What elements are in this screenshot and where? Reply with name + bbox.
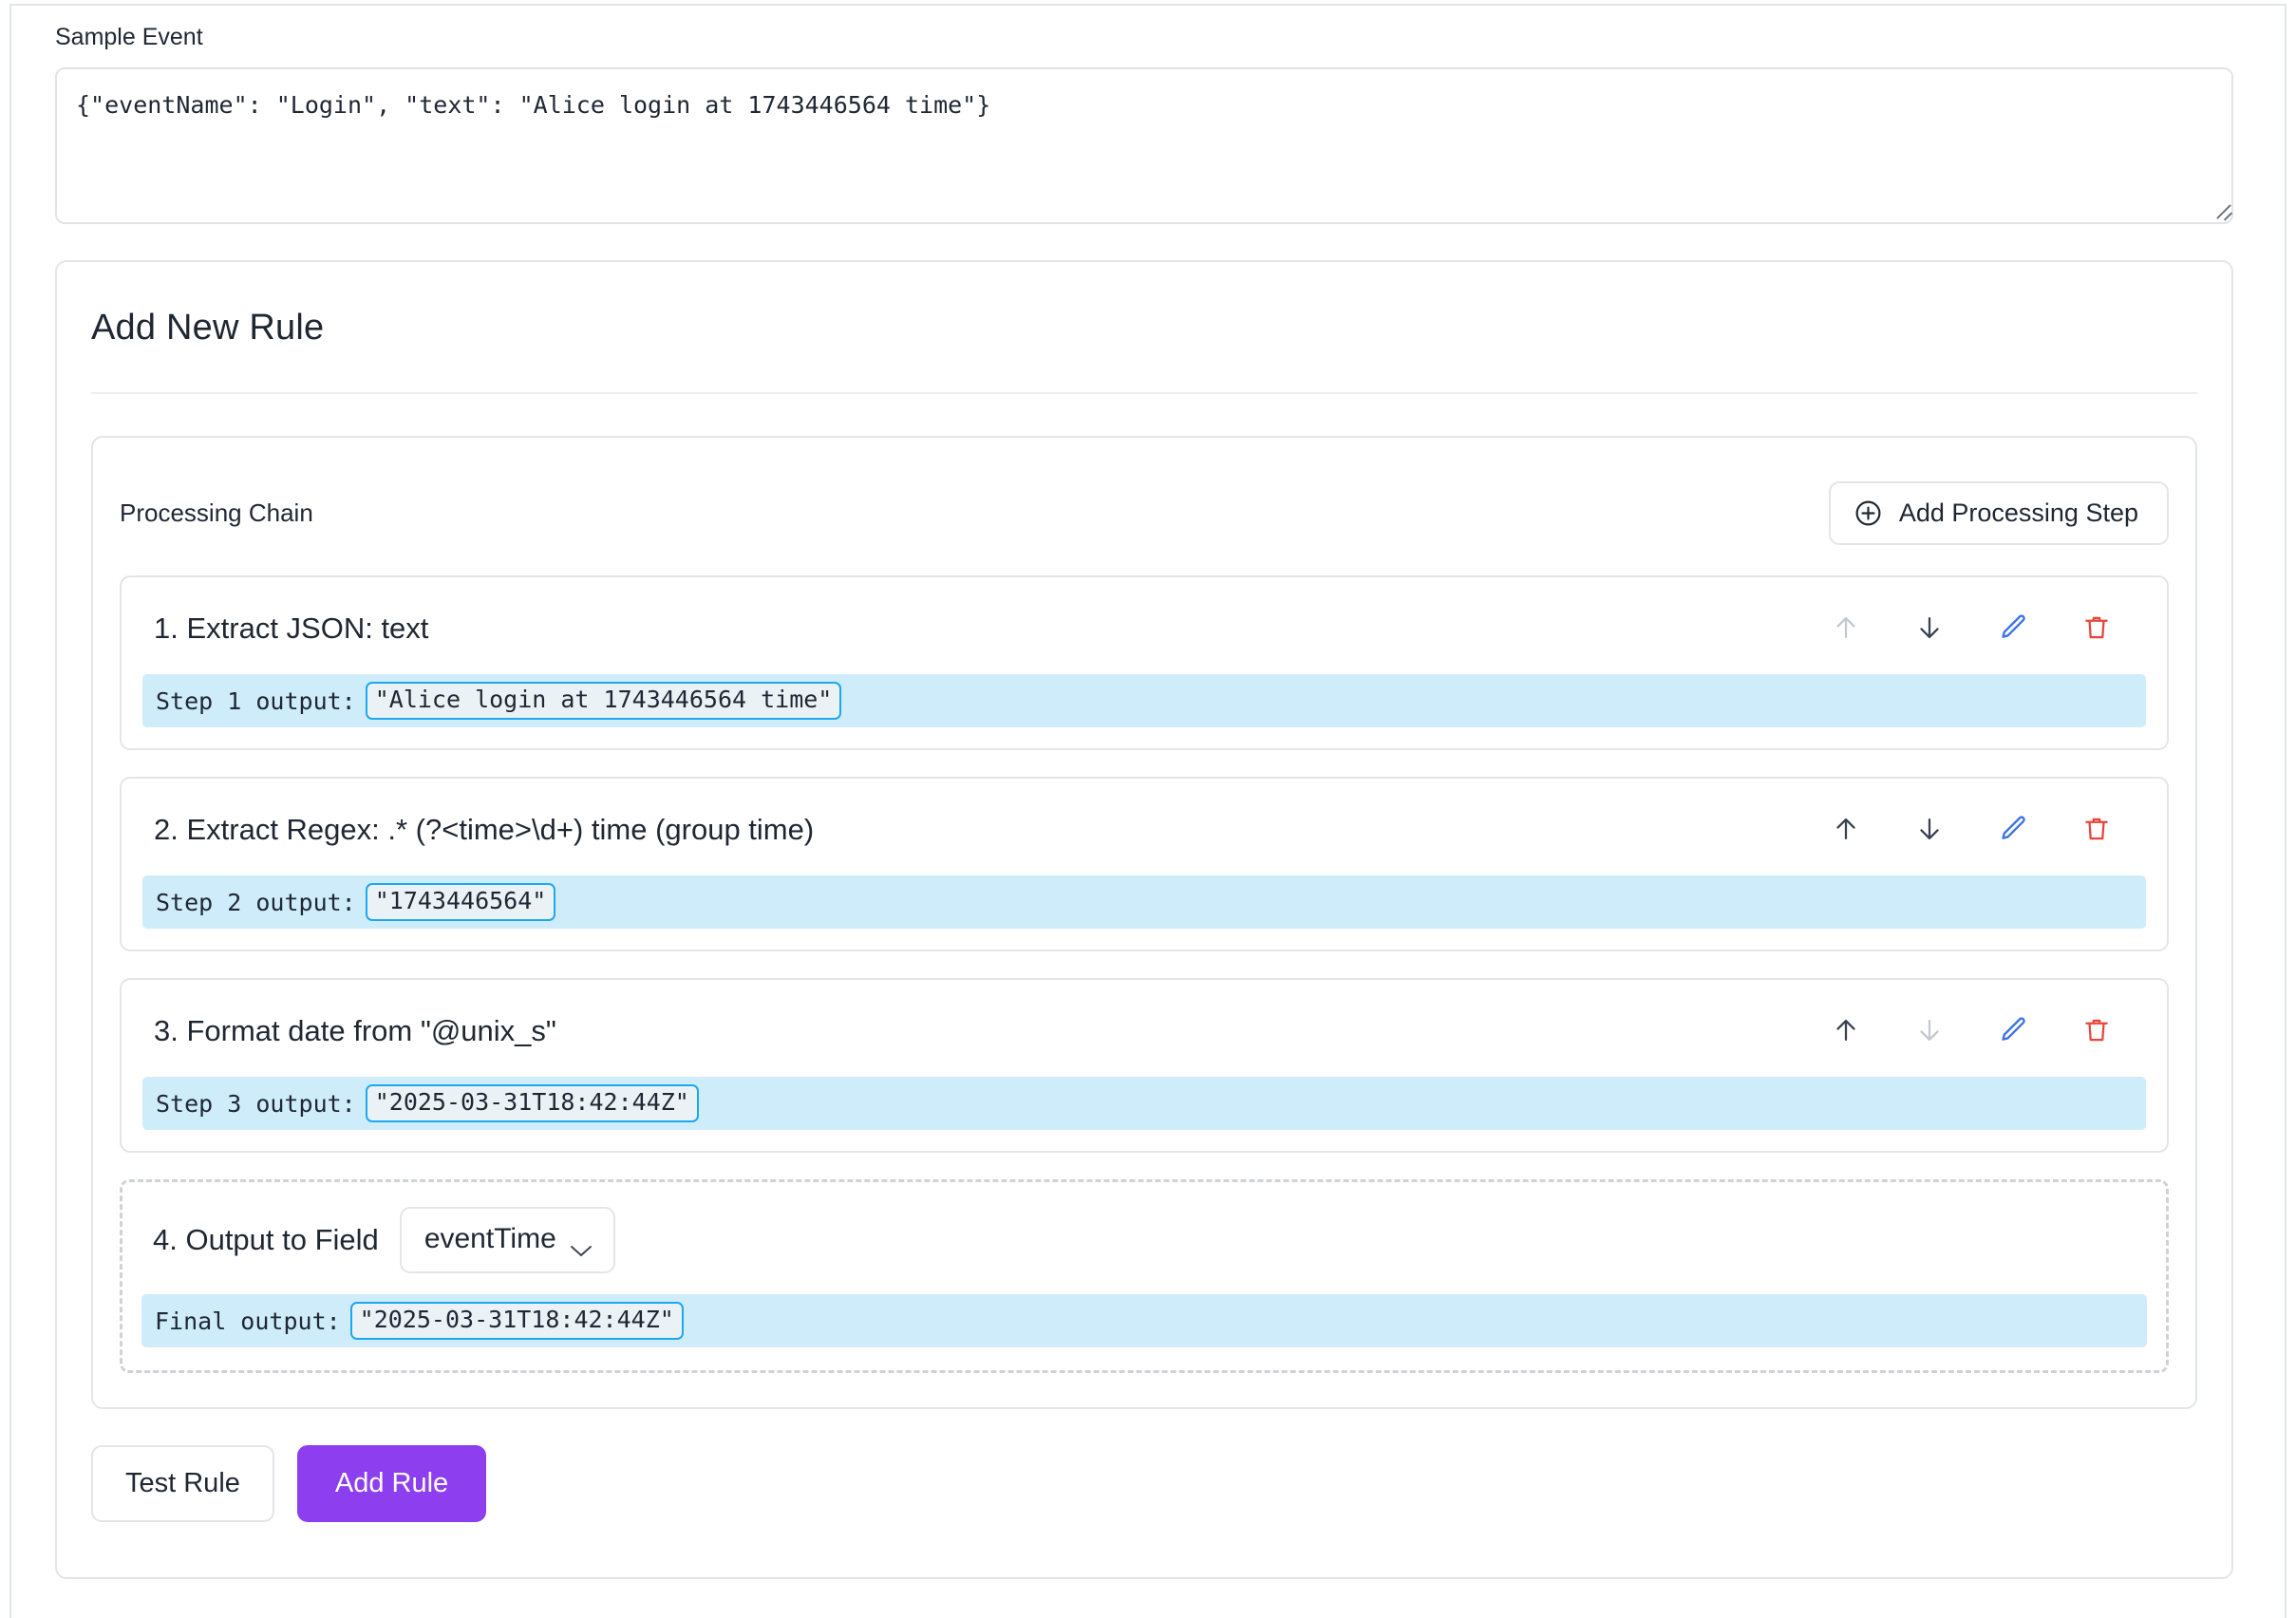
pencil-icon xyxy=(1998,611,2029,646)
processing-step-1-output: Step 1 output: "Alice login at 174344656… xyxy=(142,674,2146,727)
processing-step-2: 2. Extract Regex: .* (?<time>\d+) time (… xyxy=(120,777,2169,951)
sample-event-textarea-wrap xyxy=(55,67,2241,224)
delete-step-button[interactable] xyxy=(2055,805,2138,855)
processing-step-1-header: 1. Extract JSON: text xyxy=(142,596,2146,663)
arrow-down-icon xyxy=(1913,1014,1946,1049)
processing-step-1: 1. Extract JSON: text xyxy=(120,575,2169,750)
arrow-up-icon xyxy=(1830,611,1862,647)
output-to-field-header: 4. Output to Field eventTime xyxy=(141,1199,2147,1283)
delete-step-button[interactable] xyxy=(2055,1007,2138,1056)
processing-step-3-actions xyxy=(1804,1007,2138,1056)
arrow-up-icon xyxy=(1830,1014,1862,1049)
output-value: "2025-03-31T18:42:44Z" xyxy=(349,1301,684,1341)
output-value: "1743446564" xyxy=(365,882,556,922)
output-to-field-left: 4. Output to Field eventTime xyxy=(153,1207,615,1273)
plus-circle-icon xyxy=(1854,499,1883,528)
processing-step-2-header: 2. Extract Regex: .* (?<time>\d+) time (… xyxy=(142,798,2146,864)
processing-step-2-output: Step 2 output: "1743446564" xyxy=(142,875,2146,929)
sample-event-input[interactable] xyxy=(55,67,2233,224)
output-field-select-value: eventTime xyxy=(423,1223,556,1254)
trash-icon xyxy=(2081,814,2112,847)
card-divider xyxy=(91,392,2197,394)
card-footer: Test Rule Add Rule xyxy=(57,1409,2231,1577)
processing-step-2-title: 2. Extract Regex: .* (?<time>\d+) time (… xyxy=(154,813,815,846)
processing-step-3: 3. Format date from "@unix_s" xyxy=(120,978,2169,1153)
edit-step-button[interactable] xyxy=(1971,805,2055,855)
move-down-button[interactable] xyxy=(1888,805,1971,855)
output-label: Step 1 output: xyxy=(156,687,356,715)
page-frame: Sample Event Add New Rule Processing Cha… xyxy=(9,4,2287,1618)
output-value: "Alice login at 1743446564 time" xyxy=(365,681,842,721)
move-up-button[interactable] xyxy=(1804,805,1888,855)
chevron-down-icon xyxy=(570,1232,593,1256)
move-up-button xyxy=(1804,604,1888,653)
move-down-button[interactable] xyxy=(1888,604,1971,653)
add-processing-step-button[interactable]: Add Processing Step xyxy=(1828,481,2169,545)
final-output: Final output: "2025-03-31T18:42:44Z" xyxy=(141,1294,2147,1347)
add-new-rule-card: Add New Rule Processing Chain Add Proces… xyxy=(55,260,2233,1579)
output-to-field-title: 4. Output to Field xyxy=(153,1223,379,1256)
pencil-icon xyxy=(1998,813,2029,847)
output-label: Step 3 output: xyxy=(156,1089,356,1118)
output-label: Final output: xyxy=(155,1307,341,1335)
processing-chain-header: Processing Chain Add Processing Step xyxy=(120,464,2169,555)
trash-icon xyxy=(2081,1015,2112,1048)
processing-chain-panel: Processing Chain Add Processing Step xyxy=(91,436,2197,1409)
processing-step-2-actions xyxy=(1804,805,2138,855)
move-up-button[interactable] xyxy=(1804,1007,1888,1056)
edit-step-button[interactable] xyxy=(1971,1007,2055,1056)
arrow-down-icon xyxy=(1913,813,1946,848)
processing-step-1-title: 1. Extract JSON: text xyxy=(154,611,429,645)
output-value: "2025-03-31T18:42:44Z" xyxy=(365,1083,699,1123)
output-label: Step 2 output: xyxy=(156,888,356,916)
move-down-button xyxy=(1888,1007,1971,1056)
processing-step-1-actions xyxy=(1804,604,2138,653)
trash-icon xyxy=(2081,612,2112,646)
arrow-up-icon xyxy=(1830,813,1862,848)
delete-step-button[interactable] xyxy=(2055,604,2138,653)
arrow-down-icon xyxy=(1913,611,1946,647)
pencil-icon xyxy=(1998,1014,2029,1048)
output-to-field-step: 4. Output to Field eventTime Final xyxy=(120,1179,2169,1373)
processing-step-3-output: Step 3 output: "2025-03-31T18:42:44Z" xyxy=(142,1077,2146,1130)
test-rule-button[interactable]: Test Rule xyxy=(91,1445,274,1522)
output-field-select[interactable]: eventTime xyxy=(399,1207,615,1273)
add-processing-step-label: Add Processing Step xyxy=(1898,499,2138,527)
processing-steps-list: 1. Extract JSON: text xyxy=(120,575,2169,1373)
processing-step-3-header: 3. Format date from "@unix_s" xyxy=(142,999,2146,1065)
processing-step-3-title: 3. Format date from "@unix_s" xyxy=(154,1014,556,1047)
card-title: Add New Rule xyxy=(91,308,325,348)
add-rule-button[interactable]: Add Rule xyxy=(296,1445,487,1522)
edit-step-button[interactable] xyxy=(1971,604,2055,653)
sample-event-label: Sample Event xyxy=(55,24,203,50)
processing-chain-label: Processing Chain xyxy=(120,499,313,527)
